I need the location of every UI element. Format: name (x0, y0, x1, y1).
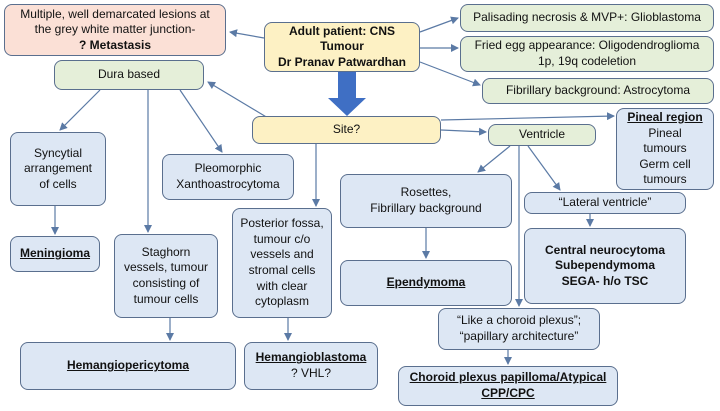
ependymoma-box: Ependymoma (340, 260, 512, 306)
staghorn-line-3: consisting of (132, 276, 200, 290)
metastasis-line-2: the grey white matter junction- (34, 22, 196, 37)
metastasis-line-1: Multiple, well demarcated lesions at (20, 6, 210, 21)
arrow-dura-to-pleomorphic (179, 89, 223, 153)
root-line-1: Adult patient: CNS (289, 23, 395, 38)
site-text: Site? (332, 122, 361, 137)
hemangiopericytoma-text: Hemangiopericytoma (66, 358, 190, 373)
central-line-3: SEGA- h/o TSC (561, 273, 649, 288)
root-line-3: Dr Pranav Patwardhan (277, 54, 407, 69)
posterior-line-3: vessels and (250, 247, 314, 262)
posterior-fossa-box: Posterior fossa, tumour c/o vessels and … (232, 208, 332, 318)
pleomorphic-box: Pleomorphic Xanthoastrocytoma (162, 154, 294, 200)
choroid-line-2: CPP/CPC (481, 386, 535, 400)
ependymoma-text: Ependymoma (386, 275, 466, 290)
arrow-dura-to-syncytial (59, 89, 101, 131)
choroid-line-1: Choroid plexus papilloma/Atypical (409, 370, 607, 385)
metastasis-box: Multiple, well demarcated lesions at the… (4, 4, 226, 56)
pleomorphic-line-2: Xanthoastrocytoma (176, 177, 280, 191)
arrow-site-to-dura (207, 81, 269, 119)
pineal-box: Pineal region Pineal tumours Germ cell t… (616, 108, 714, 190)
glioblastoma-text: Palisading necrosis & MVP+: Glioblastoma (473, 10, 701, 25)
astrocytoma-text: Fibrillary background: Astrocytoma (505, 83, 691, 98)
choroid-hint-box: “Like a choroid plexus”; “papillary arch… (438, 308, 600, 350)
posterior-line-4: stromal cells (248, 263, 316, 277)
staghorn-box: Staghorn vessels, tumour consisting of t… (114, 234, 218, 318)
arrow-site-to-ventricle (440, 127, 487, 136)
oligodendroglioma-box: Fried egg appearance: Oligodendroglioma … (460, 36, 714, 72)
choroid-plexus-box: Choroid plexus papilloma/Atypical CPP/CP… (398, 366, 618, 406)
syncytial-line-1: Syncytial (33, 145, 83, 160)
arrow-ventricle-to-rosettes (477, 145, 511, 173)
posterior-line-2: tumour c/o (253, 231, 311, 246)
arrow-site-to-pineal (440, 112, 615, 121)
pineal-line-3: Germ cell (639, 156, 691, 171)
big-down-arrow (328, 72, 366, 116)
central-line-1: Central neurocytoma (544, 242, 666, 257)
dura-text: Dura based (97, 67, 161, 82)
dura-box: Dura based (54, 60, 204, 90)
staghorn-line-1: Staghorn (141, 244, 191, 259)
pleomorphic-line-1: Pleomorphic (194, 161, 262, 176)
staghorn-line-4: tumour cells (133, 291, 199, 306)
choroid-hint-line-1: “Like a choroid plexus”; (456, 313, 582, 328)
lateral-text: “Lateral ventricle” (558, 195, 652, 210)
staghorn-line-2: vessels, tumour (123, 260, 209, 275)
central-neurocytoma-box: Central neurocytoma Subependymoma SEGA- … (524, 228, 686, 304)
ventricle-box: Ventricle (488, 124, 596, 146)
root-line-2: Tumour (320, 39, 364, 54)
pineal-line-4: tumours (643, 172, 687, 187)
lateral-ventricle-box: “Lateral ventricle” (524, 192, 686, 214)
metastasis-line-3: ? Metastasis (78, 37, 152, 52)
hemangioblastoma-line-1: Hemangioblastoma (255, 350, 367, 365)
meningioma-box: Meningioma (10, 236, 100, 272)
site-box: Site? (252, 116, 441, 144)
pineal-title: Pineal region (627, 110, 703, 125)
meningioma-text: Meningioma (19, 246, 90, 261)
posterior-line-6: cytoplasm (254, 294, 310, 309)
rosettes-box: Rosettes, Fibrillary background (340, 174, 512, 228)
syncytial-line-3: of cells (39, 176, 77, 191)
central-line-2: Subependymoma (554, 258, 656, 273)
rosettes-line-1: Rosettes, (400, 185, 452, 200)
ventricle-text: Ventricle (518, 127, 566, 142)
hemangioblastoma-box: Hemangioblastoma ? VHL? (244, 342, 378, 390)
syncytial-line-2: arrangement (23, 161, 93, 176)
glioblastoma-box: Palisading necrosis & MVP+: Glioblastoma (460, 4, 714, 32)
syncytial-box: Syncytial arrangement of cells (10, 132, 106, 206)
rosettes-line-2: Fibrillary background (370, 201, 482, 215)
oligo-line-2: 1p, 19q codeletion (537, 54, 637, 68)
posterior-line-5: with clear (256, 278, 308, 293)
oligo-line-1: Fried egg appearance: Oligodendroglioma (474, 38, 700, 53)
arrow-root-to-metastasis (229, 29, 265, 39)
arrow-ventricle-to-lateral (527, 145, 561, 191)
pineal-line-2: tumours (643, 141, 687, 156)
astrocytoma-box: Fibrillary background: Astrocytoma (482, 78, 714, 104)
pineal-line-1: Pineal (648, 125, 682, 140)
arrow-root-to-glioblastoma (419, 16, 459, 33)
hemangioblastoma-line-2: ? VHL? (290, 366, 332, 380)
posterior-line-1: Posterior fossa, (240, 216, 324, 231)
root-box: Adult patient: CNS Tumour Dr Pranav Patw… (264, 22, 420, 72)
choroid-hint-line-2: “papillary architecture” (459, 329, 579, 343)
hemangiopericytoma-box: Hemangiopericytoma (20, 342, 236, 390)
